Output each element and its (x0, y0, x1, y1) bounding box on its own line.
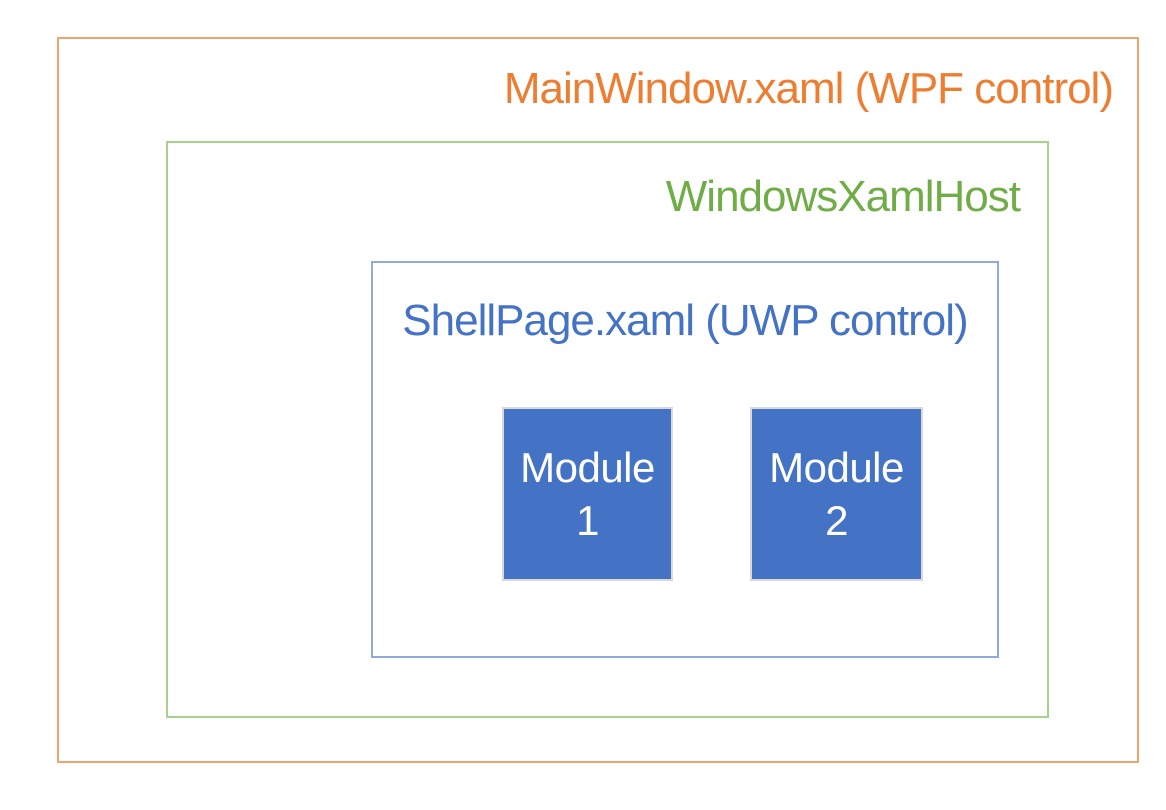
module-2-label-line2: 2 (825, 497, 848, 544)
module-1-label-line2: 1 (576, 497, 599, 544)
module-1-label-line1: Module (520, 443, 655, 491)
wpf-window-label: MainWindow.xaml (WPF control) (503, 64, 1114, 113)
module-2-label-line1: Module (769, 443, 904, 491)
xaml-host-box: WindowsXamlHost ShellPage.xaml (UWP cont… (166, 141, 1049, 718)
shell-page-box: ShellPage.xaml (UWP control) Module 1 Mo… (371, 261, 999, 658)
shell-page-label: ShellPage.xaml (UWP control) (402, 296, 968, 345)
module-2-box: Module 2 (750, 407, 923, 581)
module-1-box: Module 1 (502, 407, 673, 581)
wpf-window-box: MainWindow.xaml (WPF control) WindowsXam… (57, 37, 1139, 763)
xaml-host-label: WindowsXamlHost (665, 172, 1021, 221)
